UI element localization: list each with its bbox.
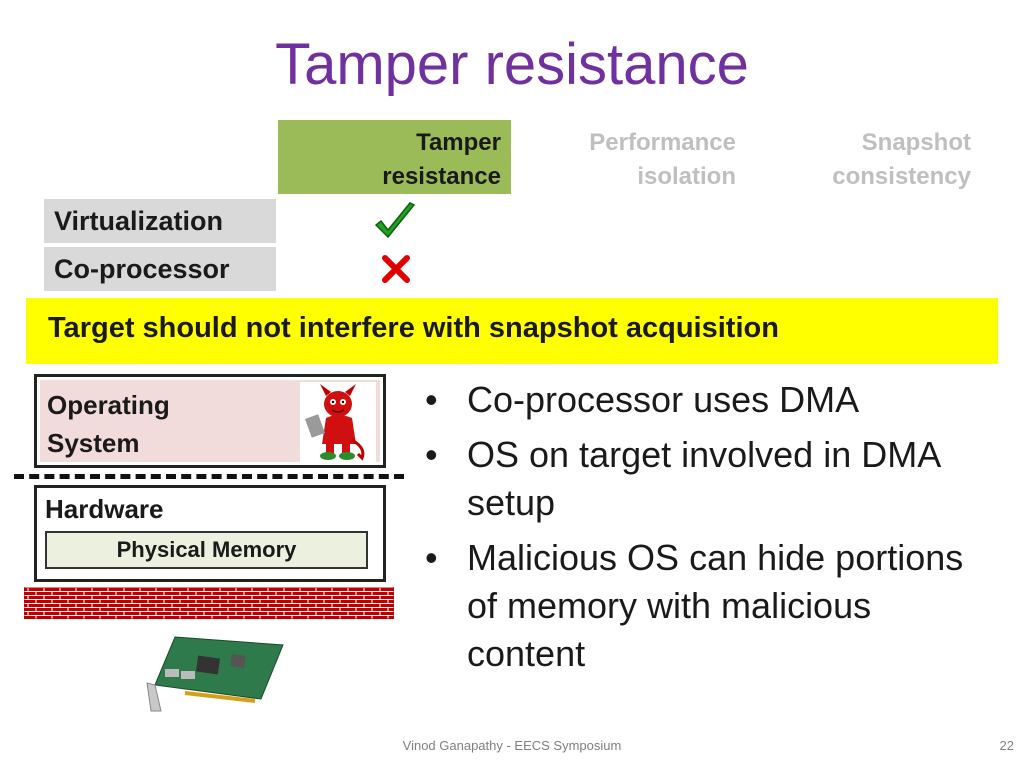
- bullet-list: • Co-processor uses DMA • OS on target inv…: [425, 376, 985, 685]
- bullet-item: • OS on target involved in DMA setup: [425, 431, 985, 527]
- row-header-co-processor: Co-processor: [44, 247, 276, 291]
- column-header-line: consistency: [832, 163, 971, 190]
- column-header-tamper-resistance: Tamper resistance: [278, 120, 511, 194]
- operating-system-label: Operating System: [47, 390, 170, 458]
- slide-title: Tamper resistance: [275, 32, 749, 97]
- bullet-item: • Malicious OS can hide portions of memor…: [425, 534, 985, 678]
- os-hardware-separator: [14, 474, 404, 480]
- highlight-banner: Target should not interfere with snapsho…: [26, 298, 998, 364]
- bullet-icon: •: [425, 434, 438, 475]
- bullet-text: Co-processor uses DMA: [467, 379, 860, 420]
- hardware-label: Hardware: [45, 494, 164, 524]
- bullet-icon: •: [425, 379, 438, 420]
- column-header-performance-isolation: Performance isolation: [540, 120, 746, 194]
- cross-icon: [382, 255, 410, 283]
- column-header-line: isolation: [637, 163, 736, 190]
- column-header-snapshot-consistency: Snapshot consistency: [770, 120, 981, 194]
- check-icon: [374, 202, 416, 239]
- physical-memory-box: Physical Memory: [45, 531, 368, 569]
- network-card-icon: [146, 636, 284, 712]
- column-header-line: Performance: [589, 129, 736, 156]
- brick-wall-icon: [24, 587, 394, 619]
- operating-system-box: Operating System: [34, 374, 386, 468]
- bullet-text: Malicious OS can hide portions of memory…: [467, 537, 964, 674]
- bullet-icon: •: [425, 537, 438, 578]
- slide-footer: Vinod Ganapathy - EECS Symposium: [402, 738, 622, 753]
- bullet-text: OS on target involved in DMA setup: [467, 434, 940, 523]
- column-header-line: Snapshot: [861, 129, 971, 156]
- column-header-line: Tamper: [416, 129, 501, 156]
- hardware-box: Hardware Physical Memory: [34, 485, 386, 582]
- row-header-virtualization: Virtualization: [44, 199, 276, 243]
- page-number: 22: [999, 738, 1014, 753]
- devil-mascot-icon: [300, 382, 376, 464]
- bullet-item: • Co-processor uses DMA: [425, 376, 985, 424]
- column-header-line: resistance: [382, 163, 501, 190]
